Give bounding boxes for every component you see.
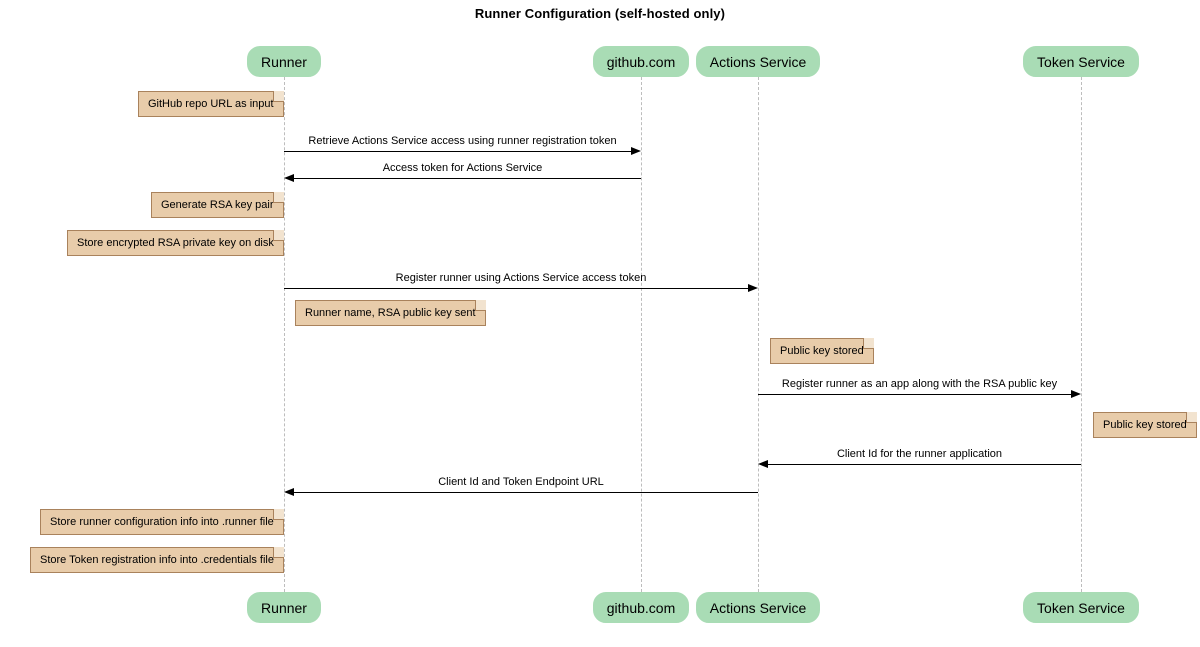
- message-arrow-m6: [284, 488, 758, 496]
- note-n8: Store Token registration info into .cred…: [30, 547, 284, 573]
- note-label: Store Token registration info into .cred…: [40, 554, 274, 566]
- message-label-m3: Register runner using Actions Service ac…: [395, 272, 647, 284]
- participant-label: Actions Service: [709, 599, 807, 616]
- message-arrow-m3: [284, 284, 758, 292]
- participant-label: Token Service: [1037, 599, 1125, 616]
- note-fold-corner-icon: [273, 509, 284, 520]
- participant-label: Actions Service: [709, 53, 807, 70]
- note-label: Public key stored: [780, 345, 864, 357]
- message-arrow-m1: [284, 147, 641, 155]
- participant-top-runner[interactable]: Runner: [247, 46, 321, 77]
- participant-label: github.com: [606, 53, 676, 70]
- message-label-m4: Register runner as an app along with the…: [781, 378, 1058, 390]
- participant-label: Runner: [261, 599, 307, 616]
- note-n6: Public key stored: [1093, 412, 1197, 438]
- participant-label: github.com: [606, 599, 676, 616]
- participant-label: Runner: [261, 53, 307, 70]
- note-label: Store encrypted RSA private key on disk: [77, 237, 274, 249]
- arrowhead-icon: [758, 460, 768, 468]
- note-n2: Generate RSA key pair: [151, 192, 284, 218]
- message-label-m6: Client Id and Token Endpoint URL: [438, 476, 604, 488]
- message-arrow-m4: [758, 390, 1081, 398]
- participant-bottom-runner[interactable]: Runner: [247, 592, 321, 623]
- note-fold-corner-icon: [863, 338, 874, 349]
- note-fold-corner-icon: [273, 192, 284, 203]
- note-label: Store runner configuration info into .ru…: [50, 516, 274, 528]
- participant-bottom-github[interactable]: github.com: [593, 592, 689, 623]
- note-fold-corner-icon: [1186, 412, 1197, 423]
- participant-top-token[interactable]: Token Service: [1023, 46, 1139, 77]
- note-fold-corner-icon: [273, 91, 284, 102]
- participant-bottom-actions[interactable]: Actions Service: [696, 592, 820, 623]
- arrowhead-icon: [284, 174, 294, 182]
- note-n7: Store runner configuration info into .ru…: [40, 509, 284, 535]
- note-fold-corner-icon: [273, 230, 284, 241]
- note-n5: Public key stored: [770, 338, 874, 364]
- note-n3: Store encrypted RSA private key on disk: [67, 230, 284, 256]
- message-arrow-m5: [758, 460, 1081, 468]
- arrowhead-icon: [1071, 390, 1081, 398]
- lifeline-github: [641, 77, 642, 592]
- lifeline-runner: [284, 77, 285, 592]
- note-label: Generate RSA key pair: [161, 199, 274, 211]
- note-fold-corner-icon: [475, 300, 486, 311]
- arrowhead-icon: [748, 284, 758, 292]
- lifeline-actions: [758, 77, 759, 592]
- diagram-title: Runner Configuration (self-hosted only): [474, 6, 726, 21]
- message-label-m2: Access token for Actions Service: [382, 162, 543, 174]
- participant-label: Token Service: [1037, 53, 1125, 70]
- arrowhead-icon: [631, 147, 641, 155]
- note-label: GitHub repo URL as input: [148, 98, 274, 110]
- note-n4: Runner name, RSA public key sent: [295, 300, 486, 326]
- participant-top-github[interactable]: github.com: [593, 46, 689, 77]
- message-label-m1: Retrieve Actions Service access using ru…: [308, 135, 617, 147]
- note-label: Runner name, RSA public key sent: [305, 307, 476, 319]
- note-label: Public key stored: [1103, 419, 1187, 431]
- lifeline-token: [1081, 77, 1082, 592]
- message-arrow-m2: [284, 174, 641, 182]
- message-label-m5: Client Id for the runner application: [836, 448, 1003, 460]
- participant-bottom-token[interactable]: Token Service: [1023, 592, 1139, 623]
- participant-top-actions[interactable]: Actions Service: [696, 46, 820, 77]
- note-fold-corner-icon: [273, 547, 284, 558]
- note-n1: GitHub repo URL as input: [138, 91, 284, 117]
- arrowhead-icon: [284, 488, 294, 496]
